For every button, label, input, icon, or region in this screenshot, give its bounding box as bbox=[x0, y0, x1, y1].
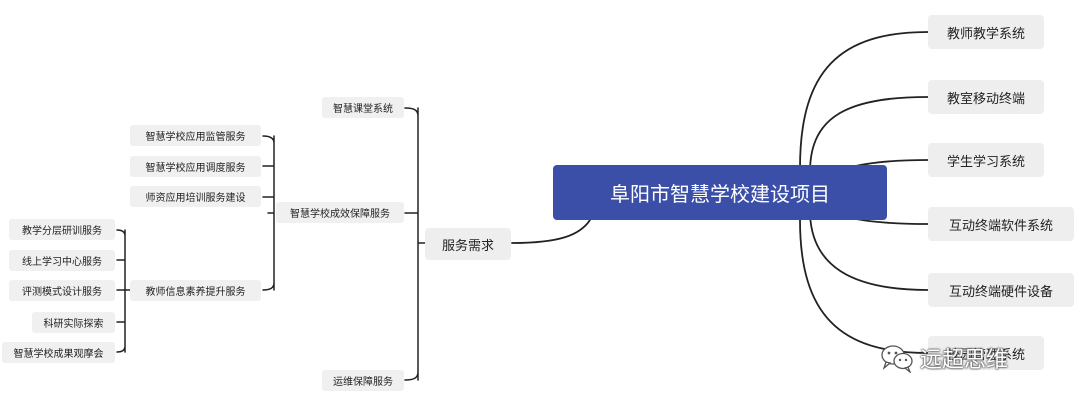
literacy-service-node[interactable]: 教师信息素养提升服务 bbox=[130, 280, 261, 301]
bracket-guarantee bbox=[262, 135, 275, 291]
teacher-training-node[interactable]: 师资应用培训服务建设 bbox=[130, 186, 261, 207]
tiered-training-node[interactable]: 教学分层研训服务 bbox=[9, 219, 115, 240]
branch-teacher-teaching-system[interactable]: 教师教学系统 bbox=[928, 15, 1044, 49]
achievement-observation-node[interactable]: 智慧学校成果观摩会 bbox=[2, 342, 115, 363]
online-learning-node[interactable]: 线上学习中心服务 bbox=[9, 250, 115, 271]
watermark-text: 远超思维 bbox=[920, 348, 1009, 373]
node-label: 评测模式设计服务 bbox=[22, 287, 102, 298]
node-label: 教师信息素养提升服务 bbox=[145, 287, 246, 298]
branch-student-learning-system[interactable]: 学生学习系统 bbox=[928, 143, 1044, 177]
node-label: 线上学习中心服务 bbox=[22, 257, 102, 268]
branch-interactive-hardware[interactable]: 互动终端硬件设备 bbox=[928, 273, 1074, 307]
branch-label: 互动终端软件系统 bbox=[948, 218, 1053, 234]
guarantee-service-node[interactable]: 智慧学校成效保障服务 bbox=[276, 202, 404, 223]
connector-right-2 bbox=[809, 96, 929, 173]
smart-classroom-node[interactable]: 智慧课堂系统 bbox=[322, 97, 404, 118]
node-label: 智慧学校成效保障服务 bbox=[290, 209, 390, 220]
branch-label: 学生学习系统 bbox=[946, 154, 1025, 170]
node-label: 教学分层研训服务 bbox=[22, 226, 102, 237]
wechat-icon bbox=[881, 345, 913, 373]
branch-label: 互动终端硬件设备 bbox=[948, 284, 1053, 300]
connector-right-6 bbox=[799, 219, 929, 354]
node-label: 师资应用培训服务建设 bbox=[145, 193, 246, 204]
connector-right-5 bbox=[809, 213, 929, 291]
branch-interactive-software[interactable]: 互动终端软件系统 bbox=[928, 207, 1074, 241]
scheduling-service-node[interactable]: 智慧学校应用调度服务 bbox=[130, 156, 261, 177]
branch-classroom-mobile-terminal[interactable]: 教室移动终端 bbox=[928, 80, 1044, 114]
branch-label: 教室移动终端 bbox=[946, 91, 1025, 107]
node-label: 智慧课堂系统 bbox=[333, 104, 393, 115]
service-demand-label: 服务需求 bbox=[441, 238, 494, 254]
branch-label: 校园管理系统 bbox=[946, 347, 1025, 363]
node-label: 运维保障服务 bbox=[333, 377, 393, 388]
connector-right-1 bbox=[799, 31, 929, 169]
watermark: 远超思维 bbox=[880, 338, 1008, 378]
bracket-literacy bbox=[116, 229, 131, 353]
root-node[interactable]: 阜阳市智慧学校建设项目 bbox=[553, 165, 887, 220]
root-label: 阜阳市智慧学校建设项目 bbox=[610, 182, 830, 206]
supervision-service-node[interactable]: 智慧学校应用监管服务 bbox=[130, 125, 261, 146]
node-label: 智慧学校应用监管服务 bbox=[145, 132, 246, 143]
research-exploration-node[interactable]: 科研实际探索 bbox=[32, 312, 115, 333]
connector-root-service bbox=[511, 219, 591, 244]
bracket-service-demand bbox=[404, 107, 426, 381]
node-label: 科研实际探索 bbox=[43, 319, 104, 330]
branch-label: 教师教学系统 bbox=[946, 26, 1025, 42]
node-label: 智慧学校应用调度服务 bbox=[145, 163, 246, 174]
service-demand-node[interactable]: 服务需求 bbox=[425, 228, 511, 260]
node-label: 智慧学校成果观摩会 bbox=[13, 349, 104, 360]
maintenance-service-node[interactable]: 运维保障服务 bbox=[322, 370, 404, 391]
branch-campus-management[interactable]: 校园管理系统 bbox=[928, 336, 1044, 370]
evaluation-design-node[interactable]: 评测模式设计服务 bbox=[9, 280, 115, 301]
